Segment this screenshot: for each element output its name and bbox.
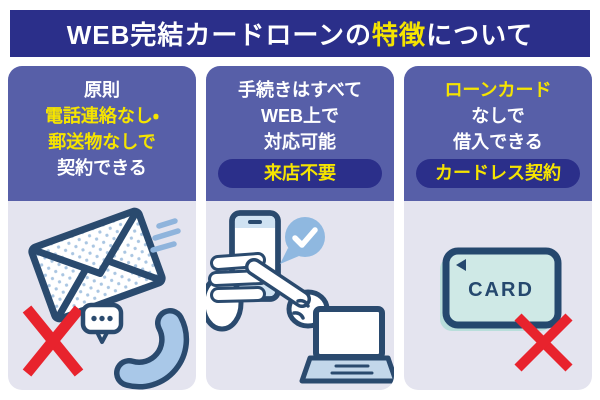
feature-card-web-only: 手続きはすべて WEB上で 対応可能 来店不要 <box>206 66 394 390</box>
loan-card-icon: CARD <box>440 247 562 331</box>
laptop-icon <box>299 306 394 384</box>
illustration-no-mail-no-phone <box>8 201 196 390</box>
feature-card-cardless: ローンカード なしで 借入できる カードレス契約 CARD <box>404 66 592 390</box>
heading-line: 手続きはすべて <box>237 80 363 100</box>
heading-line: 借入できる <box>453 132 543 152</box>
title-suffix: について <box>426 20 534 50</box>
envelope-icon <box>28 207 166 323</box>
heading-line: なしで <box>471 106 525 126</box>
feature-card-no-contact: 原則 電話連絡なし・ 郵送物なしで 契約できる <box>8 66 196 390</box>
heading-line: ローンカード <box>444 80 552 100</box>
speech-bubble-icon <box>80 302 124 344</box>
no-visit-badge: 来店不要 <box>218 159 382 188</box>
heading-line: 郵送物なしで <box>48 132 156 152</box>
hands-icon <box>206 252 330 332</box>
card-label: CARD <box>468 279 534 301</box>
feature-heading-cardless: ローンカード なしで 借入できる カードレス契約 <box>404 66 592 201</box>
title-prefix: WEB完結カードローンの <box>66 20 373 50</box>
page-title: WEB完結カードローンの特徴について <box>10 10 590 57</box>
check-bubble-icon <box>280 217 325 264</box>
heading-line: 電話連絡なし・ <box>44 106 160 126</box>
speed-lines-icon <box>150 218 181 253</box>
heading-line: WEB上で <box>261 106 339 126</box>
heading-line: 契約できる <box>57 158 147 178</box>
title-highlight: 特徴 <box>372 20 427 50</box>
cardless-badge: カードレス契約 <box>416 159 580 188</box>
illustration-smartphone-laptop <box>206 201 394 390</box>
illustration-no-card: CARD <box>404 201 592 390</box>
feature-columns: 原則 電話連絡なし・ 郵送物なしで 契約できる <box>8 66 592 390</box>
feature-heading-web-only: 手続きはすべて WEB上で 対応可能 来店不要 <box>206 66 394 201</box>
heading-line: 原則 <box>84 80 120 100</box>
cross-icon <box>22 305 84 377</box>
feature-heading-no-contact: 原則 電話連絡なし・ 郵送物なしで 契約できる <box>8 66 196 201</box>
heading-line: 対応可能 <box>264 132 336 152</box>
cross-icon <box>514 313 573 372</box>
phone-handset-icon <box>114 308 190 390</box>
